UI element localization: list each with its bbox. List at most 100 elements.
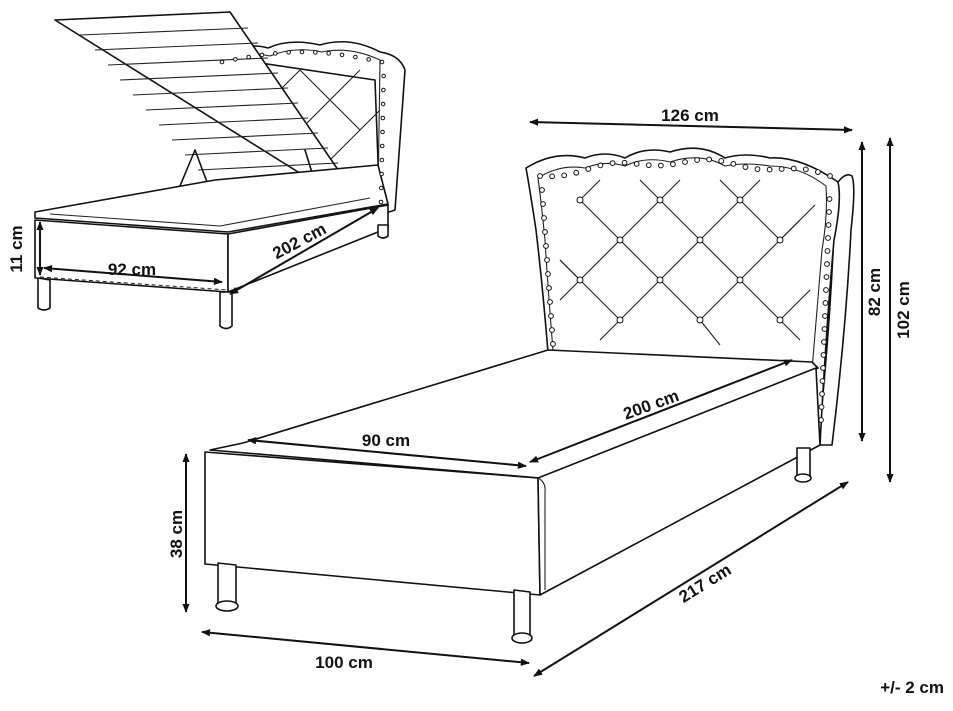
- nailhead-stud: [802, 166, 809, 173]
- nailhead-trim: [537, 156, 833, 423]
- dim-storage-length: [229, 207, 379, 295]
- nailhead-stud: [573, 169, 580, 176]
- nailhead-stud: [754, 166, 761, 173]
- nailhead-stud: [824, 261, 830, 267]
- nailhead-stud: [541, 215, 547, 221]
- nailhead-stud: [706, 156, 713, 163]
- nailhead-stud: [815, 169, 821, 175]
- storage-leg-3: [377, 224, 389, 239]
- label-storage-depth: 11 cm: [7, 225, 26, 272]
- nailhead-stud: [548, 313, 554, 319]
- nailhead-stud: [286, 50, 291, 55]
- label-total-height: 102 cm: [894, 281, 913, 339]
- leg-front-right: [513, 589, 531, 639]
- nailhead-stud: [819, 378, 826, 384]
- label-frame-width: 100 cm: [315, 653, 373, 672]
- nailhead-stud: [545, 271, 551, 277]
- nailhead-stud: [609, 160, 616, 167]
- nailhead-stud: [246, 54, 251, 60]
- nailhead-stud: [366, 57, 371, 62]
- nailhead-stud: [379, 171, 384, 177]
- nailhead-stud: [326, 51, 331, 56]
- storage-box-front: [34, 219, 229, 293]
- nailhead-stud: [379, 59, 385, 65]
- nailhead-stud: [820, 365, 826, 371]
- storage-box-inner: [49, 197, 371, 227]
- leg-foot-br: [794, 473, 812, 483]
- nailhead-stud: [379, 143, 385, 149]
- nailhead-stud: [549, 327, 555, 333]
- nailhead-stud: [543, 243, 549, 249]
- nailhead-stud: [378, 199, 384, 205]
- storage-nailhead-trim: [219, 49, 387, 205]
- nailhead-stud: [821, 326, 828, 332]
- dim-total-length: [533, 481, 849, 677]
- nailhead-stud: [233, 57, 238, 62]
- nailhead-stud: [381, 87, 386, 93]
- nailhead-stud: [537, 173, 543, 179]
- nailhead-stud: [380, 129, 385, 135]
- nailhead-stud: [540, 201, 546, 207]
- dim-storage-width: [43, 265, 223, 285]
- nailhead-stud: [561, 172, 568, 179]
- label-headboard-height: 82 cm: [865, 268, 884, 316]
- nailhead-stud: [826, 196, 833, 202]
- nailhead-stud: [825, 222, 832, 228]
- slats: [79, 27, 339, 171]
- nailhead-stud: [778, 166, 785, 172]
- nailhead-stud: [827, 173, 833, 179]
- nailhead-stud: [822, 300, 829, 306]
- nailhead-stud: [273, 51, 278, 56]
- headboard-side: [817, 174, 855, 446]
- nailhead-stud: [380, 101, 386, 107]
- leg-foot-fl: [215, 600, 239, 612]
- nailhead-stud: [542, 229, 548, 235]
- nailhead-stud: [820, 352, 827, 358]
- dim-mattress-length: [529, 359, 793, 463]
- nailhead-stud: [823, 274, 830, 280]
- nailhead-stud: [339, 52, 345, 58]
- nailhead-stud: [694, 157, 700, 163]
- nailhead-stud: [259, 52, 265, 58]
- nailhead-stud: [353, 54, 358, 60]
- nailhead-stud: [547, 299, 553, 305]
- nailhead-stud: [549, 173, 555, 180]
- nailhead-stud: [379, 185, 384, 191]
- label-mattress-width: 90 cm: [362, 431, 410, 450]
- nailhead-stud: [826, 209, 832, 215]
- nailhead-stud: [825, 235, 831, 241]
- storage-leg-2: [219, 291, 233, 330]
- nailhead-stud: [621, 159, 628, 166]
- nailhead-stud: [645, 162, 652, 169]
- nailhead-stud: [823, 287, 829, 293]
- nailhead-stud: [633, 160, 640, 167]
- nailhead-stud: [821, 339, 827, 345]
- nailhead-stud: [544, 257, 550, 263]
- storage-leg-1: [37, 277, 51, 311]
- dimension-lines: [36, 118, 894, 677]
- nailhead-stud: [550, 341, 556, 347]
- nailhead-stud: [822, 313, 828, 319]
- nailhead-stud: [381, 73, 387, 79]
- frame-front: [204, 451, 541, 596]
- tufting-buttons: [576, 196, 784, 324]
- label-frame-height: 38 cm: [167, 510, 186, 558]
- label-headboard-width: 126 cm: [661, 106, 719, 125]
- nailhead-stud: [818, 404, 825, 410]
- nailhead-stud: [670, 161, 676, 168]
- nailhead-stud: [539, 187, 545, 193]
- nailhead-stud: [682, 159, 688, 165]
- nailhead-stud: [718, 158, 725, 164]
- nailhead-stud: [824, 248, 831, 254]
- nailhead-stud: [657, 162, 664, 169]
- nailhead-stud: [597, 162, 604, 169]
- nailhead-stud: [790, 165, 797, 172]
- dim-headboard-width: [529, 118, 853, 134]
- nailhead-stud: [546, 285, 552, 291]
- nailhead-stud: [299, 49, 305, 55]
- nailhead-stud: [742, 164, 749, 170]
- nailhead-stud: [585, 166, 592, 172]
- nailhead-stud: [730, 160, 737, 167]
